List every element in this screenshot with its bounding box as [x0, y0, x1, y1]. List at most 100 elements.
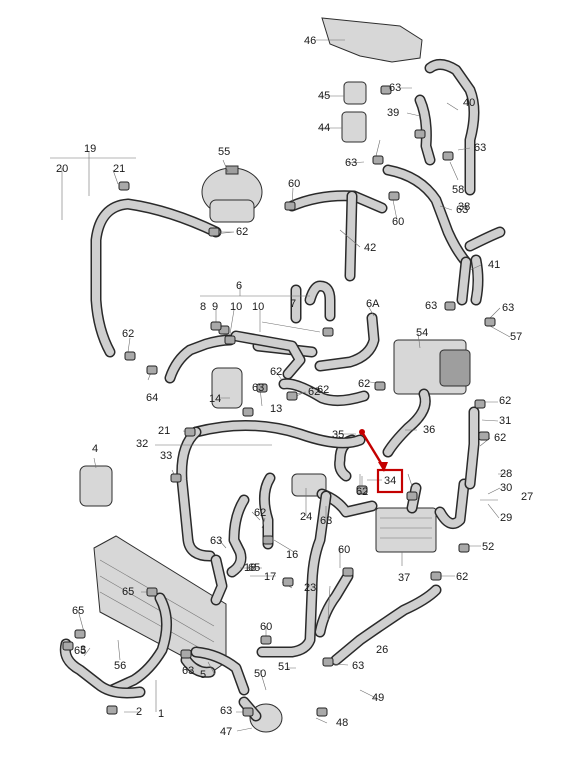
callout-label: 58: [452, 184, 464, 196]
highlight-arrow-origin: [359, 429, 365, 435]
callout-label: 26: [376, 644, 388, 656]
hose-clamp: [284, 201, 296, 211]
callout-label: 62: [317, 384, 329, 396]
hose: [330, 584, 442, 666]
callout-label: 63: [320, 515, 332, 527]
hose-clamp: [260, 635, 272, 645]
hose-clamp: [146, 587, 158, 597]
hose-clamp: [430, 571, 442, 581]
hose: [176, 426, 216, 562]
callout-label: 7: [290, 298, 296, 310]
callout-label: 62: [456, 571, 468, 583]
hose-clamp: [262, 535, 274, 545]
callout-label: 3: [80, 644, 86, 656]
callout-label: 33: [160, 450, 172, 462]
callout-label: 5: [200, 669, 206, 681]
hose-clamp: [458, 543, 470, 553]
hose-clamp: [406, 491, 418, 501]
callout-label: 9: [212, 301, 218, 313]
hose: [424, 59, 480, 196]
hose-clamp: [282, 577, 294, 587]
callout-label: 36: [423, 424, 435, 436]
callout-label: 57: [510, 331, 522, 343]
hose: [90, 198, 222, 358]
callout-label: 17: [264, 571, 276, 583]
hose-clamp: [414, 129, 426, 139]
callout-label: 60: [338, 544, 350, 556]
callout-label: 1: [158, 708, 164, 720]
hose: [414, 94, 436, 166]
hose-clamp: [184, 427, 196, 437]
heat-exchanger: [393, 339, 471, 395]
callout-label: 44: [318, 122, 330, 134]
highlight-arrow-head: [378, 462, 388, 472]
hose-clamp: [62, 641, 74, 651]
callout-label: 21: [158, 425, 170, 437]
hose-clamp: [224, 335, 236, 345]
coolant-reservoir: [201, 165, 263, 223]
hose: [464, 226, 506, 252]
callout-label: 62: [236, 226, 248, 238]
hose: [230, 330, 306, 380]
pump-part: [79, 367, 283, 733]
callout-label: 62: [270, 366, 282, 378]
callout-label: 63: [352, 660, 364, 672]
callout-label: 63: [474, 142, 486, 154]
hose: [164, 334, 236, 384]
callout-label: 60: [392, 216, 404, 228]
callout-label: 62: [358, 378, 370, 390]
hose-clamp: [444, 301, 456, 311]
callout-label: 35: [332, 429, 344, 441]
hose: [456, 256, 472, 306]
hose: [190, 419, 366, 449]
callout-label: 21: [113, 163, 125, 175]
callout-label: 4: [92, 443, 98, 455]
hose: [180, 654, 216, 678]
hose-clamp: [74, 629, 86, 639]
callout-label: 55: [218, 146, 230, 158]
callout-label: 65: [72, 605, 84, 617]
callout-label: 62: [308, 386, 320, 398]
hose-clamp: [372, 155, 384, 165]
callout-label: 60: [288, 178, 300, 190]
hose-clamp: [388, 191, 400, 201]
hose-clamp: [106, 705, 118, 715]
callout-label: 23: [304, 582, 316, 594]
hose: [259, 472, 276, 550]
hose-layer: [59, 59, 506, 722]
callout-label: 52: [482, 541, 494, 553]
callout-label: 62: [499, 395, 511, 407]
callout-label: 63: [425, 300, 437, 312]
hose: [278, 378, 370, 407]
hose-clamp: [322, 327, 334, 337]
callout-label: 13: [270, 403, 282, 415]
hose-clamp: [374, 381, 386, 391]
hose: [256, 490, 332, 658]
hose-clamp: [316, 707, 328, 717]
hose: [286, 190, 388, 214]
callout-label: 50: [254, 668, 266, 680]
callout-label: 62: [494, 432, 506, 444]
callout-label: 40: [463, 97, 475, 109]
hose-clamp: [478, 431, 490, 441]
hose: [382, 388, 431, 458]
hose: [59, 638, 146, 699]
callout-label: 10: [252, 301, 264, 313]
hose-clamp: [442, 151, 454, 161]
hose-clamp: [286, 391, 298, 401]
hose-clamp: [474, 399, 486, 409]
hose-clamp: [484, 317, 496, 327]
clamp-layer: [62, 85, 496, 717]
callout-label: 63: [182, 665, 194, 677]
callout-label: 63: [220, 705, 232, 717]
callout-label: 10: [230, 301, 242, 313]
callout-label: 34: [384, 475, 396, 487]
callout-label: 28: [500, 468, 512, 480]
hose: [226, 494, 250, 578]
hose: [382, 164, 472, 268]
hose: [464, 406, 480, 490]
callout-label: 37: [398, 572, 410, 584]
hose: [210, 554, 228, 606]
callout-label: 63: [345, 157, 357, 169]
callout-label: 63: [502, 302, 514, 314]
